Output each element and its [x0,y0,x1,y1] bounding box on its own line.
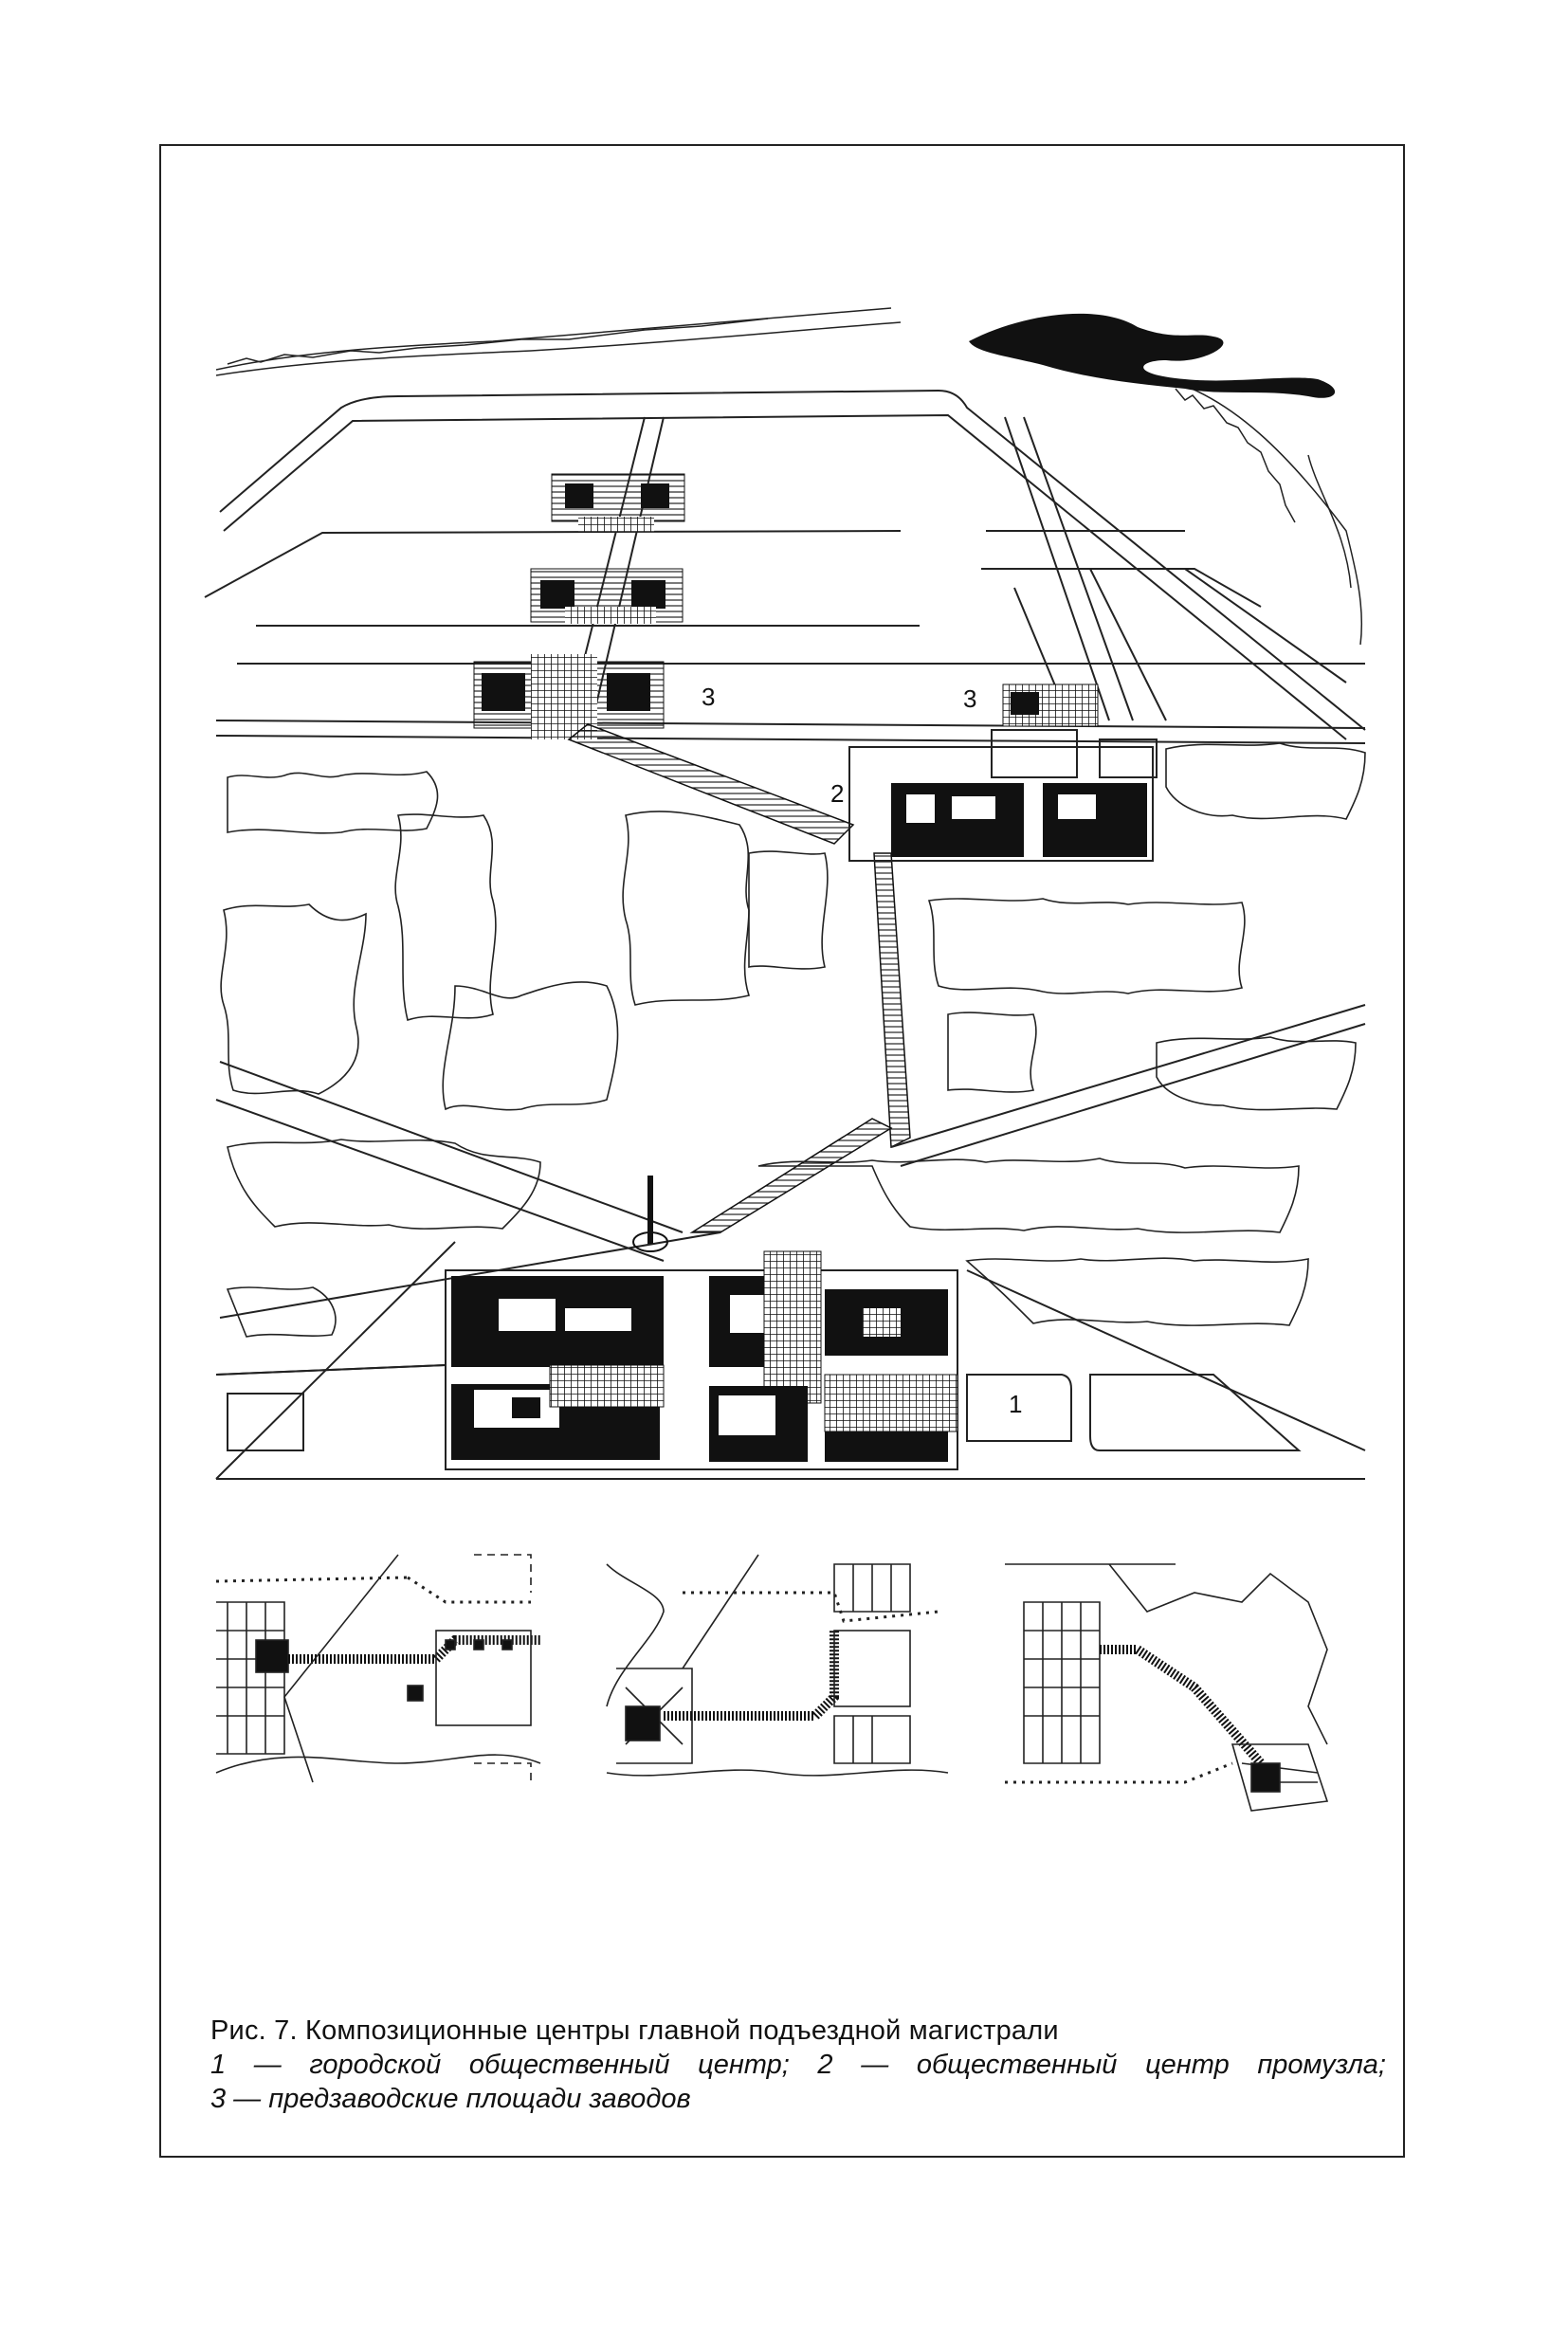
main-approach-avenue [567,723,1366,1233]
forest-masses [220,742,1366,1338]
plan-scheme-right [1005,1563,1329,1812]
label-factory-plaza-left: 3 [702,683,715,711]
river [969,313,1336,398]
figure-frame [159,144,1405,2158]
factory-plaza-right [1002,684,1099,727]
label-factory-plaza-right: 3 [963,684,976,713]
industrial-public-center [848,729,1158,862]
industrial-zone-roads [204,389,1366,740]
plan-scheme-middle [606,1554,949,1777]
city-public-center [445,1250,958,1470]
caption-line-3: 3 — предзаводские площади заводов [210,2084,691,2114]
factory-plaza-lower [473,654,665,739]
label-industrial-center: 2 [830,779,844,808]
plan-scheme-left [215,1554,541,1783]
main-cross-road [215,720,1366,744]
figure-caption: Рис. 7. Композиционные центры главной по… [210,2014,1386,2116]
caption-line-1: Рис. 7. Композиционные центры главной по… [210,2015,1059,2046]
caption-line-2: 1 — городской общественный центр; 2 — об… [210,2050,1386,2080]
factory-plaza-middle [530,568,684,624]
horizon-trees [215,307,1363,646]
monument [632,1176,668,1252]
factory-plaza-upper [551,473,685,532]
label-city-center: 1 [1009,1390,1022,1418]
city-blocks [215,1364,1365,1480]
